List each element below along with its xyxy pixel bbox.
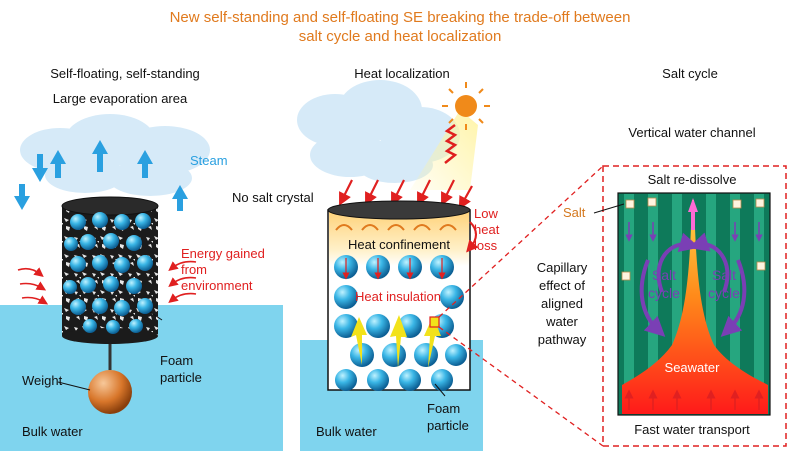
sun-wave bbox=[444, 124, 458, 164]
water-up-arrows bbox=[351, 315, 441, 368]
salt-cycle-arrow-right bbox=[720, 259, 747, 337]
middle-foam-pointer bbox=[434, 383, 446, 397]
left-foam-line-1: Foam bbox=[160, 353, 193, 368]
salt-pointer bbox=[593, 203, 625, 214]
low-heat-line-2: heat bbox=[474, 222, 500, 237]
energy-line-2: from bbox=[181, 262, 207, 277]
middle-bulk-water-label: Bulk water bbox=[316, 424, 377, 439]
salt-cycle-left-1: Salt bbox=[652, 267, 676, 283]
salt-crystals bbox=[621, 197, 766, 281]
left-heading: Self-floating, self-standing bbox=[50, 66, 200, 81]
middle-heading: Heat localization bbox=[354, 66, 449, 81]
downflow-arrows bbox=[625, 222, 763, 242]
left-foam-particles bbox=[63, 212, 153, 334]
left-bulk-water-label: Bulk water bbox=[22, 424, 83, 439]
salt-label: Salt bbox=[563, 205, 586, 220]
weight-ball bbox=[88, 370, 132, 414]
left-panel: Steam Energy gained from environment bbox=[0, 114, 283, 451]
weight-label: Weight bbox=[22, 373, 63, 388]
sunlight-beam bbox=[410, 110, 478, 190]
middle-cylinder-top bbox=[327, 200, 471, 220]
title-line-2: salt cycle and heat localization bbox=[299, 28, 502, 45]
capillary-line-5: pathway bbox=[538, 332, 587, 347]
right-panel: Vertical water channel Salt re-dissolve … bbox=[537, 125, 787, 447]
vertical-channel-label: Vertical water channel bbox=[628, 125, 755, 140]
energy-line-3: environment bbox=[181, 278, 253, 293]
energy-arrows bbox=[17, 260, 197, 305]
no-salt-crystal-label: No salt crystal bbox=[232, 190, 314, 205]
middle-foam-line-1: Foam bbox=[427, 401, 460, 416]
salt-redissolve-label: Salt re-dissolve bbox=[648, 172, 737, 187]
middle-panel: No salt crystal Heat confinement bbox=[232, 80, 500, 451]
steam-arrows bbox=[14, 140, 188, 211]
left-steam-cloud bbox=[20, 114, 210, 196]
heat-insulation-label: Heat insulation bbox=[355, 289, 441, 304]
heat-confinement-label: Heat confinement bbox=[348, 237, 450, 252]
upflow-arrows bbox=[624, 389, 764, 410]
incoming-heat-arrows bbox=[339, 179, 473, 210]
salt-cycle-arrow-right-top bbox=[688, 232, 730, 293]
middle-steam-cloud bbox=[297, 80, 460, 183]
plume-arrow-head bbox=[688, 198, 698, 212]
plume-arrow-stem bbox=[691, 210, 695, 230]
salt-cycle-arrow-left bbox=[639, 259, 666, 337]
seawater-plume bbox=[622, 200, 768, 414]
middle-foam-line-2: particle bbox=[427, 418, 469, 433]
fast-transport-label: Fast water transport bbox=[634, 422, 750, 437]
title-line-1: New self-standing and self-floating SE b… bbox=[170, 9, 631, 26]
steam-label: Steam bbox=[190, 153, 228, 168]
low-heat-line-3: loss bbox=[474, 238, 498, 253]
sun-icon bbox=[442, 82, 490, 130]
left-subheading: Large evaporation area bbox=[53, 91, 188, 106]
energy-line-1: Energy gained bbox=[181, 246, 265, 261]
capillary-line-2: effect of bbox=[539, 278, 585, 293]
left-foam-line-2: particle bbox=[160, 370, 202, 385]
zoom-marker bbox=[429, 316, 440, 328]
salt-cycle-right-2: cycle bbox=[708, 285, 740, 301]
weight-pointer bbox=[57, 381, 91, 391]
capillary-line-4: water bbox=[545, 314, 578, 329]
capillary-line-3: aligned bbox=[541, 296, 583, 311]
salt-cycle-left-2: cycle bbox=[648, 285, 680, 301]
salt-cycle-right-1: Salt bbox=[712, 267, 736, 283]
low-heat-line-1: Low bbox=[474, 206, 498, 221]
zoom-box bbox=[602, 165, 787, 447]
salt-cycle-arrow-left-top bbox=[656, 232, 700, 293]
right-heading: Salt cycle bbox=[662, 66, 718, 81]
zoom-lines bbox=[438, 165, 604, 447]
heat-down-arrows bbox=[342, 258, 446, 280]
channel-stripes bbox=[624, 194, 764, 414]
seawater-label: Seawater bbox=[665, 360, 721, 375]
heat-confinement-arrows bbox=[335, 224, 457, 231]
capillary-line-1: Capillary bbox=[537, 260, 588, 275]
heat-loss-arrow bbox=[466, 221, 479, 253]
left-foam-pointer bbox=[149, 311, 163, 321]
